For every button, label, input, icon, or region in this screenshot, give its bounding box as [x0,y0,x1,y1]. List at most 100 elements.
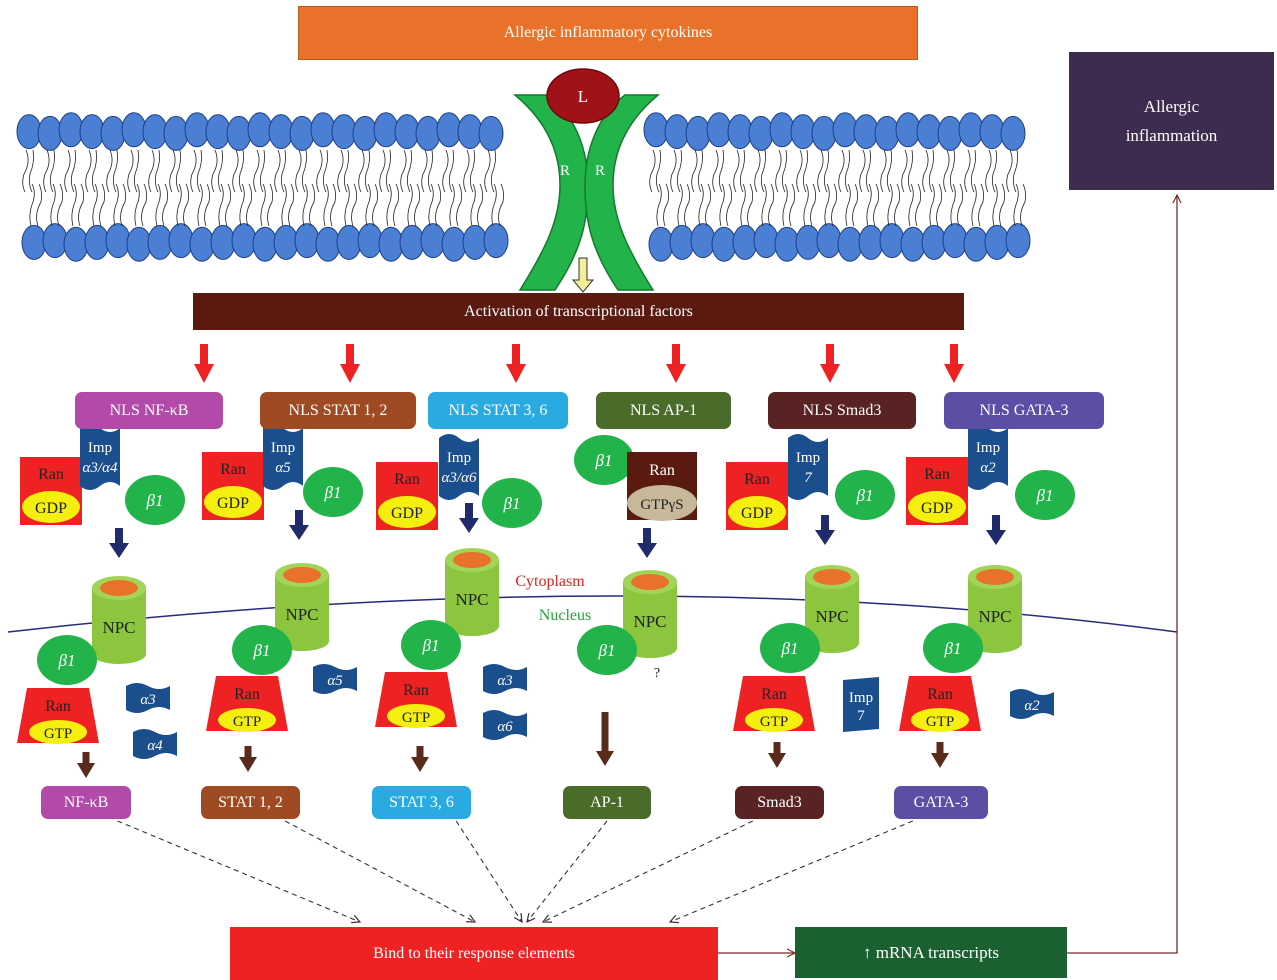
lipid-head-bottom [963,226,989,262]
lipid-tail [407,183,413,227]
factor-label: STAT 1, 2 [218,793,283,811]
export-arrow [82,752,90,764]
lipid-head-bottom [984,224,1010,260]
lipid-tail [323,183,329,227]
importin-label: Imp [976,440,1000,456]
lipid-tail [64,149,71,193]
gdp-oval [204,486,262,518]
lipid-head-top [685,115,711,151]
lipid-tail [218,183,224,227]
lipid-head-top [79,114,105,150]
import-arrow-head [459,518,479,533]
receptor-activation-arrow [571,257,595,293]
import-arrow [115,528,123,544]
import-arrow-head [637,543,657,558]
factor-box: NF-κB [41,786,131,819]
red-arrow [346,344,354,366]
lipid-tail [99,183,106,227]
beta1-nuclear [760,623,820,673]
lipid-tail [880,149,887,193]
gdp-label: GDP [391,505,423,522]
lipid-tail [754,149,761,193]
nls-label: NLS STAT 1, 2 [288,401,388,419]
lipid-head-top [748,115,774,151]
npc-label: NPC [633,612,666,631]
lipid-head-top [874,115,900,151]
lipid-tail [106,149,113,193]
lipid-tail [470,183,476,227]
lipid-tail [697,149,703,193]
importin-label: Imp [88,440,112,456]
nls-label: NLS AP-1 [629,401,698,419]
lipid-tail [957,183,964,227]
lipid-tail [337,149,344,193]
nls-box: NLS STAT 3, 6 [428,392,568,429]
lipid-tail [351,183,358,227]
lipid-tail [817,149,824,193]
ran-label: Ran [927,686,953,703]
lipid-tail [183,183,190,227]
lipid-tail [852,183,859,227]
lipid-tail [385,149,391,193]
red-arrow [950,344,958,366]
export-arrow [244,746,252,758]
lipid-tail [232,149,239,193]
lipid-tail [894,183,901,227]
export-arrow [416,746,424,758]
released-alpha-subunit [126,683,170,713]
export-arrow-head [77,763,95,778]
lipid-tail [428,183,434,227]
lipid-tail [225,183,232,227]
lipid-head-bottom [858,224,884,260]
lipid-tail [698,183,704,227]
importin-alpha [788,434,828,500]
npc-label: NPC [102,618,135,637]
beta1-nuclear [37,635,97,685]
npc-pore [976,569,1014,585]
lipid-tail [490,149,496,193]
lipid-tail [148,149,155,193]
lipid-tail [316,149,323,193]
lipid-head-bottom [462,224,488,260]
lipid-tail [999,183,1006,227]
lipid-tail [498,183,505,227]
importin-alpha [80,424,120,490]
lipid-head-top [226,115,252,151]
lipid-tail [663,183,670,227]
activation-bar: Activation of transcriptional factors [193,293,964,330]
lipid-tail [43,149,50,193]
lipid-head-bottom [795,224,821,260]
mrna-transcripts-box: ↑ mRNA transcripts [795,927,1067,978]
dashed-arrow [455,820,522,922]
lipid-tail [949,149,955,193]
red-arrow [826,344,834,366]
lipid-tail [259,149,265,193]
lipid-tail [36,183,43,227]
npc-label: NPC [455,590,488,609]
bind-label: Bind to their response elements [373,944,575,962]
red-arrow-head [820,364,840,383]
lipid-tail [50,183,56,227]
ran-label: Ran [403,682,429,699]
lipid-head-top [664,114,690,150]
lipid-tail [649,149,656,193]
cytokines-label: Allergic inflammatory cytokines [503,24,713,41]
lipid-tail [747,183,754,227]
lipid-tail [936,183,943,227]
beta1-importin [303,467,363,517]
lipid-tail [789,183,796,227]
lipid-tail [280,149,286,193]
lipid-head-top [790,114,816,150]
lipid-tail [57,183,64,227]
lipid-tail [190,149,197,193]
lipid-tail [677,183,683,227]
lipid-tail [28,149,34,193]
alpha-label: α3 [497,673,512,689]
lipid-tail [400,149,407,193]
lipid-tail [267,183,274,227]
lipid-tail [739,149,745,193]
beta1-nuclear [923,623,983,673]
lipid-tail [491,183,497,227]
lipid-head-bottom [879,223,905,259]
